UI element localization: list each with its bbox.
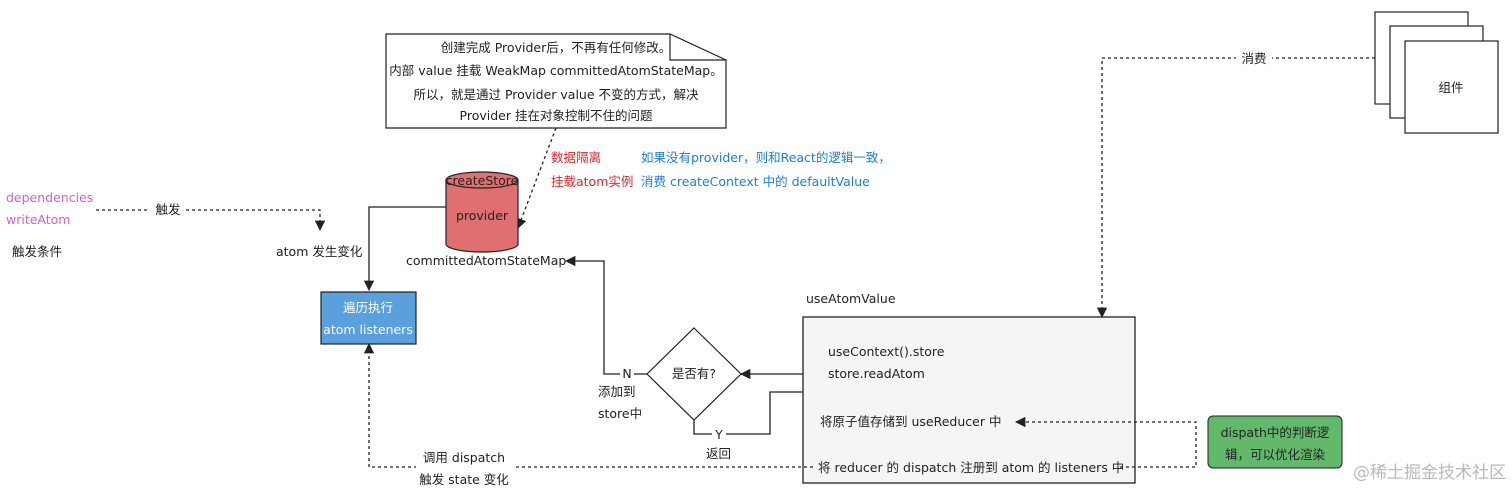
consume-label: 消费	[1241, 51, 1266, 66]
provider-cylinder: createStore provider	[445, 171, 519, 253]
trigger-label-bg	[150, 200, 186, 218]
no-label-bg	[620, 366, 634, 382]
create-store-label: createStore	[446, 173, 519, 188]
note-line-1: 创建完成 Provider后，不再有任何修改。	[441, 40, 671, 55]
note-line-2: 内部 value 挂载 WeakMap committedAtomStateMa…	[389, 63, 722, 78]
decision-yes-arrow	[693, 386, 822, 435]
decision-question: 是否有?	[672, 366, 716, 381]
component-stack: 组件	[1374, 11, 1499, 134]
trigger-arrow	[96, 209, 326, 232]
yes-label: Y	[714, 427, 723, 442]
decision-diamond: 是否有?	[646, 327, 742, 421]
isolation-label-2: 挂载atom实例	[551, 174, 633, 189]
listeners-dispatch-arrow	[363, 342, 816, 468]
atom-change-label: atom 发生变化	[276, 244, 363, 259]
note-line-3: 所以，就是通过 Provider value 不变的方式，解决	[413, 87, 699, 102]
yes-label-bg	[712, 426, 726, 442]
provider-to-listeners-arrow	[363, 206, 446, 292]
yes-action: 返回	[706, 446, 731, 461]
dispatch-note: dispath中的判断逻 辑，可以优化渲染	[1207, 415, 1343, 469]
provider-label: provider	[456, 208, 509, 223]
use-atom-step-4: 将 reducer 的 dispatch 注册到 atom 的 listener…	[818, 460, 1124, 475]
no-action-2: store中	[598, 406, 642, 421]
provider-note: 创建完成 Provider后，不再有任何修改。 内部 value 挂载 Weak…	[385, 33, 727, 129]
fallback-label-2: 消费 createContext 中的 defaultValue	[641, 174, 870, 189]
decision-no-arrow	[564, 255, 647, 375]
listeners-box: 遍历执行 atom listeners	[320, 291, 417, 345]
listeners-label-2: atom listeners	[323, 322, 413, 337]
consume-arrow	[1096, 57, 1375, 319]
trigger-edge-label: 触发	[155, 202, 181, 217]
dispatch-note-arrow	[1014, 416, 1197, 468]
write-atom-label: writeAtom	[6, 212, 70, 227]
note-line-4: Provider 挂在对象控制不住的问题	[460, 108, 653, 123]
trigger-condition-label: 触发条件	[12, 244, 62, 259]
consume-label-bg	[1236, 50, 1272, 68]
use-atom-step-2: store.readAtom	[828, 366, 925, 381]
isolation-label-1: 数据隔离	[551, 150, 601, 165]
fallback-label-1: 如果没有provider，则和React的逻辑一致，	[641, 150, 891, 165]
use-atom-value-title: useAtomValue	[806, 291, 896, 306]
use-atom-value-box: useContext().store store.readAtom 将原子值存储…	[802, 316, 1136, 484]
dispatch-call-2: 触发 state 变化	[419, 472, 509, 487]
dispatch-note-line-2: 辑，可以优化渲染	[1225, 447, 1326, 462]
dispatch-call-bg	[416, 450, 516, 488]
use-atom-step-1: useContext().store	[828, 344, 945, 359]
no-action-1: 添加到	[598, 384, 636, 399]
component-label: 组件	[1438, 80, 1463, 95]
watermark: @稀土掘金技术社区	[1353, 463, 1506, 483]
listeners-label-1: 遍历执行	[343, 300, 393, 315]
use-atom-step-3: 将原子值存储到 useReducer 中	[820, 414, 1001, 429]
dispatch-note-line-1: dispath中的判断逻	[1221, 425, 1330, 440]
no-label: N	[622, 366, 631, 381]
committed-map-label: committedAtomStateMap	[406, 253, 566, 268]
dependencies-label: dependencies	[6, 190, 93, 205]
dispatch-call-1: 调用 dispatch	[423, 450, 505, 465]
